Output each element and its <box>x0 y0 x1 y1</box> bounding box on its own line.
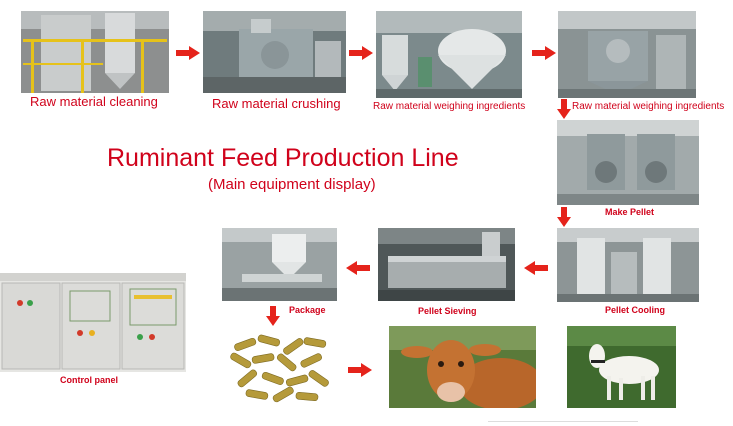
arrow-right-icon <box>176 46 200 60</box>
step-label-make-pellet: Make Pellet <box>605 207 655 217</box>
photo-make-pellet <box>557 120 699 205</box>
arrow-down-icon <box>557 207 571 227</box>
photo-goat <box>567 326 676 408</box>
step-label-control-panel: Control panel <box>60 375 118 385</box>
divider <box>488 421 638 422</box>
photo-feed-pellets <box>222 327 337 413</box>
page-subtitle: (Main equipment display) <box>208 176 376 193</box>
step-label-pellet-sieving: Pellet Sieving <box>418 306 477 316</box>
step-label-weighing-2: Raw material weighing ingredients <box>572 101 725 112</box>
arrow-left-icon <box>346 261 370 275</box>
photo-control-panel <box>0 273 186 372</box>
step-label-weighing-1: Raw material weighing ingredients <box>373 101 526 112</box>
photo-raw-material-weighing-1 <box>376 11 522 98</box>
photo-pellet-cooling <box>557 228 699 302</box>
photo-raw-material-cleaning <box>21 11 169 93</box>
photo-raw-material-weighing-2 <box>558 11 696 98</box>
step-label-package: Package <box>289 305 326 315</box>
arrow-down-icon <box>266 306 280 326</box>
arrow-left-icon <box>524 261 548 275</box>
step-label-cleaning: Raw material cleaning <box>30 94 158 109</box>
photo-cattle <box>389 326 536 408</box>
step-label-pellet-cooling: Pellet Cooling <box>605 305 666 315</box>
step-label-crushing: Raw material crushing <box>212 96 341 111</box>
page-title: Ruminant Feed Production Line <box>107 144 459 172</box>
photo-package <box>222 228 337 301</box>
photo-raw-material-crushing <box>203 11 346 93</box>
arrow-right-icon <box>348 363 372 377</box>
arrow-right-icon <box>532 46 556 60</box>
photo-pellet-sieving <box>378 228 515 301</box>
arrow-down-icon <box>557 99 571 119</box>
arrow-right-icon <box>349 46 373 60</box>
